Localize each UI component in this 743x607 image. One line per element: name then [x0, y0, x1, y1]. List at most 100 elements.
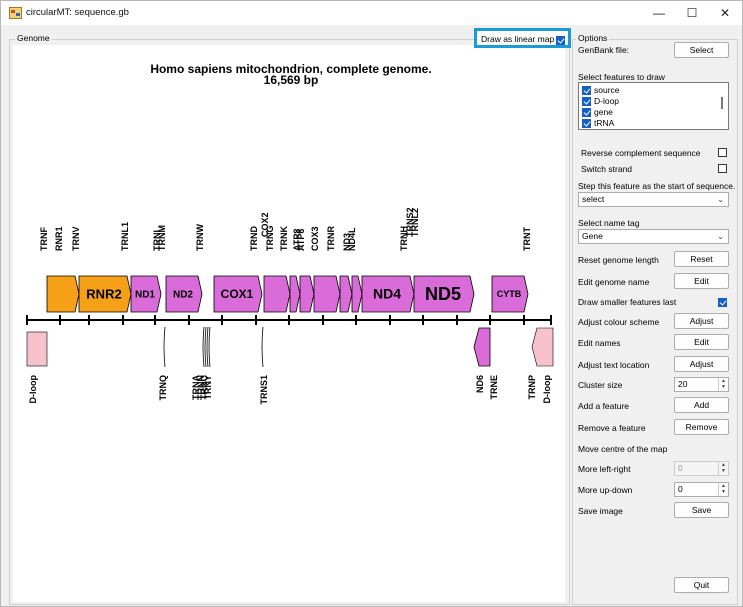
options-group-label: Options	[576, 33, 610, 43]
edit-genome-name-label: Edit genome name	[578, 277, 650, 287]
left-right-value: 0	[678, 463, 683, 473]
feature-checkbox[interactable]	[582, 97, 591, 107]
title-bar: circularMT: sequence.gb — ☐ ✕	[1, 1, 742, 25]
up-down-value: 0	[678, 484, 683, 494]
feature-label: TRNK	[279, 226, 289, 251]
list-item[interactable]: D-loop	[582, 96, 619, 107]
edit-names-button[interactable]: Edit	[674, 334, 729, 350]
feature-label: TRNL1	[120, 222, 130, 251]
feature-label: gene	[594, 107, 613, 117]
feature-label: D-loop	[28, 375, 38, 404]
linear-map-checkbox[interactable]	[556, 36, 565, 46]
reset-length-label: Reset genome length	[578, 255, 659, 265]
feature-checkbox[interactable]	[582, 119, 591, 129]
linear-map-label: Draw as linear map	[481, 34, 555, 44]
maximize-icon: ☐	[686, 6, 698, 20]
text-location-button[interactable]: Adjust	[674, 356, 729, 372]
feature-dloop-end	[531, 327, 554, 367]
select-file-button[interactable]: Select	[674, 42, 729, 58]
switch-strand-checkbox[interactable]	[718, 164, 727, 173]
cluster-size-label: Cluster size	[578, 380, 623, 390]
close-button[interactable]: ✕	[707, 1, 743, 25]
cluster-size-input[interactable]: 20 ▲▼	[674, 377, 729, 392]
feature-label: TRNH	[399, 226, 409, 251]
features-listbox[interactable]: source D-loop gene tRNA	[578, 82, 729, 130]
gene-box-rnr2	[78, 275, 132, 313]
feature-label: tRNA	[594, 118, 615, 128]
up-down-input[interactable]: 0 ▲▼	[674, 482, 729, 497]
feature-label: TRNC	[199, 375, 209, 400]
feature-checkbox[interactable]	[582, 86, 591, 96]
gene-box-atp8	[289, 275, 301, 313]
feature-label: TRNW	[195, 224, 205, 251]
gene-label: COX1	[221, 287, 254, 301]
name-tag-select[interactable]: Gene ⌄	[578, 229, 729, 244]
left-right-input[interactable]: 0 ▲▼	[674, 461, 729, 476]
feature-label: RNR1	[54, 226, 64, 251]
feature-label: TRNT	[522, 227, 532, 251]
save-image-button[interactable]: Save	[674, 502, 729, 518]
feature-label: TRNG	[265, 226, 275, 252]
minimize-button[interactable]: —	[641, 1, 677, 25]
name-tag-value: Gene	[582, 231, 603, 241]
edit-names-label: Edit names	[578, 338, 621, 348]
feature-label: TRNQ	[158, 375, 168, 401]
gene-label: RNR2	[86, 286, 121, 301]
feature-label: ND4L	[347, 227, 357, 251]
feature-checkbox[interactable]	[582, 108, 591, 118]
trna-mark	[261, 326, 264, 368]
chevron-down-icon: ⌄	[717, 232, 724, 241]
spin-arrows-icon[interactable]: ▲▼	[718, 462, 728, 475]
gene-box-nd5	[413, 275, 475, 313]
gene-box-cox2	[263, 275, 291, 313]
list-item[interactable]: tRNA	[582, 118, 615, 129]
options-group	[572, 39, 738, 605]
feature-label: TRNF	[39, 227, 49, 251]
move-centre-label: Move centre of the map	[578, 444, 668, 454]
feature-label: TRNA	[191, 375, 201, 400]
text-location-label: Adjust text location	[578, 360, 650, 370]
feature-label: TRNL2	[410, 208, 420, 237]
chevron-down-icon: ⌄	[717, 195, 724, 204]
feature-label: TRNV	[71, 227, 81, 252]
gene-box-nd4	[361, 275, 415, 313]
cluster-size-value: 20	[678, 379, 688, 389]
app-icon	[9, 7, 22, 19]
genome-group	[9, 39, 570, 605]
left-right-label: More left-right	[578, 464, 631, 474]
start-feature-value: select	[582, 194, 605, 204]
gene-box-nd3	[339, 275, 353, 313]
colour-scheme-label: Adjust colour scheme	[578, 317, 660, 327]
spin-arrows-icon[interactable]: ▲▼	[718, 483, 728, 496]
trna-mark	[204, 326, 207, 368]
linear-map: Homo sapiens mitochondrion, complete gen…	[26, 62, 554, 405]
feature-label: ATP8	[292, 229, 302, 251]
feature-label: TRNY	[203, 375, 213, 400]
reverse-complement-checkbox[interactable]	[718, 148, 727, 157]
feature-label: TRNM	[157, 225, 167, 251]
close-icon: ✕	[719, 6, 731, 20]
reset-length-button[interactable]: Reset	[674, 251, 729, 267]
gene-box-nd6	[473, 327, 491, 367]
add-feature-label: Add a feature	[578, 401, 630, 411]
add-feature-button[interactable]: Add	[674, 397, 729, 413]
colour-scheme-button[interactable]: Adjust	[674, 313, 729, 329]
spin-arrows-icon[interactable]: ▲▼	[718, 378, 728, 391]
gene-box-cox1	[213, 275, 263, 313]
edit-genome-name-button[interactable]: Edit	[674, 273, 729, 289]
quit-button[interactable]: Quit	[674, 577, 729, 593]
list-item[interactable]: source	[582, 85, 620, 96]
smaller-last-checkbox[interactable]	[718, 298, 727, 308]
gene-label: CYTB	[497, 289, 522, 299]
map-canvas[interactable]: Homo sapiens mitochondrion, complete gen…	[13, 45, 565, 602]
minimize-icon: —	[653, 6, 665, 20]
maximize-button[interactable]: ☐	[674, 1, 710, 25]
remove-feature-button[interactable]: Remove	[674, 419, 729, 435]
gene-box-nd1	[130, 275, 162, 313]
trna-mark	[206, 326, 209, 368]
list-item[interactable]: gene	[582, 107, 613, 118]
start-feature-select[interactable]: select ⌄	[578, 192, 729, 207]
listbox-scrollbar[interactable]	[721, 97, 723, 109]
smaller-last-label: Draw smaller features last	[578, 297, 677, 307]
linear-map-toggle[interactable]: Draw as linear map	[474, 28, 571, 48]
